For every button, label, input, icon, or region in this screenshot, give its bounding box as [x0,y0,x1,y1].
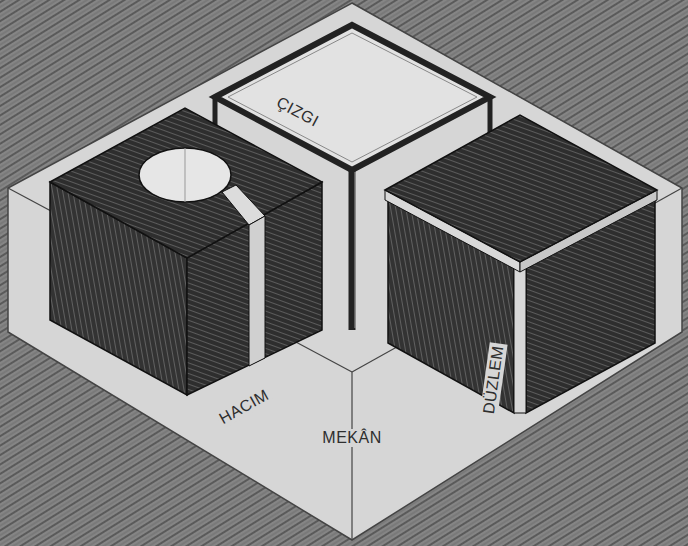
plane-slabs [385,115,657,413]
region-label: MEKÂN [320,429,383,447]
volume-block [50,108,322,395]
region-label: DÜZLEM [479,343,507,418]
region-label: HACIM [214,385,273,429]
floor-platform [8,3,682,540]
floor-line [351,372,352,540]
region-label: ÇIZGI [272,93,324,132]
